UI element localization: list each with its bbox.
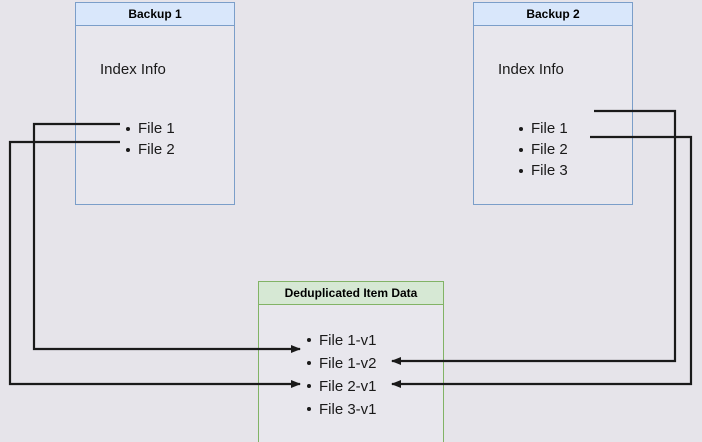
node-deduplicated-item-data[interactable]: Deduplicated Item Data File 1-v1 File 1-… bbox=[258, 281, 444, 442]
node-backup-2-title: Backup 2 bbox=[474, 3, 632, 26]
node-backup-2-caption: Index Info bbox=[498, 61, 564, 78]
node-backup-1-caption: Index Info bbox=[100, 61, 166, 78]
node-backup-1-file-list: File 1 File 2 bbox=[126, 118, 175, 160]
list-item: File 2 bbox=[519, 139, 568, 160]
node-backup-2-file-list: File 1 File 2 File 3 bbox=[519, 118, 568, 181]
node-backup-1[interactable]: Backup 1 Index Info File 1 File 2 bbox=[75, 2, 235, 205]
node-deduplicated-item-data-title: Deduplicated Item Data bbox=[259, 282, 443, 305]
list-item: File 1 bbox=[519, 118, 568, 139]
list-item: File 3 bbox=[519, 160, 568, 181]
list-item: File 1-v2 bbox=[307, 352, 377, 375]
node-deduplicated-item-data-file-list: File 1-v1 File 1-v2 File 2-v1 File 3-v1 bbox=[307, 329, 377, 421]
node-deduplicated-item-data-body: File 1-v1 File 1-v2 File 2-v1 File 3-v1 bbox=[259, 305, 443, 442]
list-item: File 2-v1 bbox=[307, 375, 377, 398]
list-item: File 3-v1 bbox=[307, 398, 377, 421]
list-item: File 2 bbox=[126, 139, 175, 160]
list-item: File 1-v1 bbox=[307, 329, 377, 352]
node-backup-2-body: Index Info File 1 File 2 File 3 bbox=[474, 26, 632, 204]
node-backup-1-title: Backup 1 bbox=[76, 3, 234, 26]
node-backup-1-body: Index Info File 1 File 2 bbox=[76, 26, 234, 204]
node-backup-2[interactable]: Backup 2 Index Info File 1 File 2 File 3 bbox=[473, 2, 633, 205]
list-item: File 1 bbox=[126, 118, 175, 139]
